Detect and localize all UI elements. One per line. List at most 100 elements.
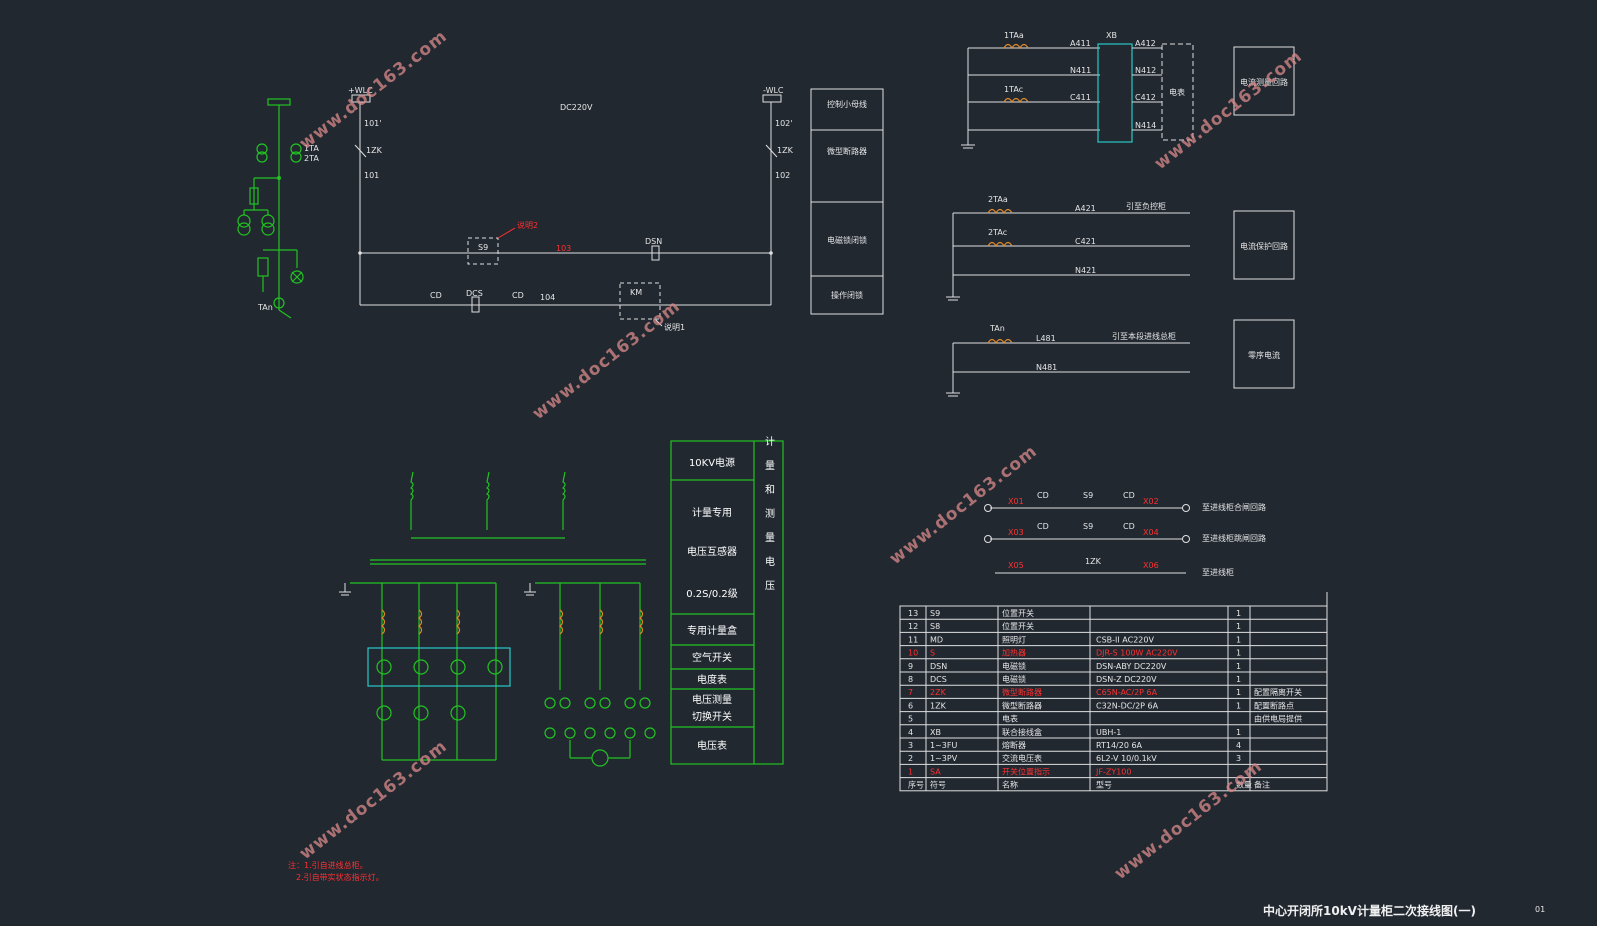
sheet-number: 01 <box>1535 905 1545 914</box>
note-2: 说明2 <box>517 220 538 230</box>
wire-102p: 102' <box>775 119 792 128</box>
control-circuit: +WLC -WLC DC220V 101' 102' 1ZK 1ZK 101 1… <box>348 86 794 332</box>
dest-incoming: 引至本段进线总柜 <box>1112 331 1176 341</box>
tan-label: TAn <box>257 303 273 312</box>
bom-cell-qty: 1 <box>1236 662 1241 671</box>
wire-l481: L481 <box>1036 334 1056 343</box>
wire-104: 104 <box>540 293 555 302</box>
bom-cell-no: 4 <box>908 728 913 737</box>
bom-cell-model: RT14/20 6A <box>1096 741 1143 750</box>
bom-cell-note: 由供电局提供 <box>1254 714 1302 724</box>
dsn-label: DSN <box>645 237 662 246</box>
ct-2taa: 2TAa <box>988 195 1008 204</box>
pt-row5: 空气开关 <box>692 651 732 664</box>
ilk-r3-b: X06 <box>1143 561 1159 570</box>
pt-panel: 10KV电源 计量专用 电压互感器 0.2S/0.2级 专用计量盒 空气开关 电… <box>670 435 784 765</box>
ct-zero-sequence: TAn L481 N481 引至本段进线总柜 零序电流 <box>946 319 1295 397</box>
ct-measurement-circuit: 1TAa 1TAc A411 N411 C411 XB A412 N412 C4… <box>961 31 1295 149</box>
watermark-3: www.doc163.com <box>529 296 685 424</box>
bom-cell-model: DJR-S 100W AC220V <box>1096 649 1178 658</box>
bom-cell-sym: XB <box>930 728 941 737</box>
wire-c421: C421 <box>1075 237 1096 246</box>
bom-cell-no: 8 <box>908 675 913 684</box>
bom-cell-model: C65N-AC/2P 6A <box>1096 688 1158 697</box>
bom-cell-name: 微型断路器 <box>1002 700 1042 710</box>
bom-cell-no: 3 <box>908 741 913 750</box>
bom-cell-qty: 1 <box>1236 649 1241 658</box>
bom-cell-model: DSN-ABY DC220V <box>1096 662 1167 671</box>
ilk-r2-cd2: CD <box>1123 522 1135 531</box>
ct-1taa: 1TAa <box>1004 31 1024 40</box>
wire-c411: C411 <box>1070 93 1091 102</box>
bom-cell-name: 微型断路器 <box>1002 687 1042 697</box>
bom-cell-qty: 1 <box>1236 728 1241 737</box>
km-label: KM <box>630 288 642 297</box>
bom-header-cell: 备注 <box>1254 780 1270 790</box>
bom-cell-name: 照明灯 <box>1002 634 1026 644</box>
box-zero-seq: 零序电流 <box>1248 350 1280 360</box>
wire-101: 101 <box>364 171 379 180</box>
bom-cell-no: 1 <box>908 767 913 776</box>
ta1-label: 1TA <box>304 144 319 153</box>
bom-cell-model: CSB-II AC220V <box>1096 635 1154 644</box>
box-measure: 电流测量回路 <box>1240 77 1288 87</box>
wire-a411: A411 <box>1070 39 1091 48</box>
cd-mid: CD <box>512 291 524 300</box>
note-line-1: 注：1.引自进线总柜。 <box>288 860 368 870</box>
wire-101p: 101' <box>364 119 381 128</box>
bom-cell-model: UBH-1 <box>1096 728 1121 737</box>
ilk-r2-s9: S9 <box>1083 522 1093 531</box>
wire-n411: N411 <box>1070 66 1091 75</box>
box-protect: 电流保护回路 <box>1240 241 1288 251</box>
bom-cell-sym: 2ZK <box>930 688 947 697</box>
side-label-2: 微型断路器 <box>827 146 867 156</box>
wire-c412: C412 <box>1135 93 1156 102</box>
bom-header-cell: 符号 <box>930 780 946 790</box>
pt-row2: 电压互感器 <box>687 545 737 558</box>
bom-cell-sym: 1~3PV <box>930 754 958 763</box>
ilk-r2-b: X04 <box>1143 528 1159 537</box>
pt-header: 10KV电源 <box>689 456 735 469</box>
zk-right: 1ZK <box>777 146 794 155</box>
ct-2tac: 2TAc <box>988 228 1007 237</box>
watermark-6: www.doc163.com <box>1111 756 1267 884</box>
busbar-symbol <box>267 98 291 106</box>
dest-load-control: 引至负控柜 <box>1126 201 1166 211</box>
side-label-1: 控制小母线 <box>827 99 867 109</box>
ilk-r1-dest: 至进线柜合闸回路 <box>1202 502 1266 512</box>
bom-cell-qty: 1 <box>1236 635 1241 644</box>
bom-cell-qty: 4 <box>1236 741 1241 750</box>
bom-cell-model: JF-ZY100 <box>1095 767 1131 776</box>
bom-cell-qty: 1 <box>1236 609 1241 618</box>
pt-row3: 0.2S/0.2级 <box>686 588 738 600</box>
ilk-r3-zk: 1ZK <box>1085 557 1102 566</box>
ilk-r1-s9: S9 <box>1083 491 1093 500</box>
pt-row6: 电度表 <box>697 673 727 686</box>
xb-label: XB <box>1106 31 1117 40</box>
bom-cell-name: 开关位置指示 <box>1002 766 1050 776</box>
ta2-label: 2TA <box>304 154 319 163</box>
bom-cell-no: 5 <box>908 715 913 724</box>
side-label-4: 操作闭锁 <box>831 290 863 300</box>
zk-left: 1ZK <box>366 146 383 155</box>
ct-protection-circuit: 2TAa 2TAc A421 C421 N421 引至负控柜 电流保护回路 <box>946 195 1295 301</box>
bom-cell-no: 2 <box>908 754 913 763</box>
bus-left-label: +WLC <box>348 86 373 95</box>
side-label-3: 电磁锁闭锁 <box>827 235 867 245</box>
bom-cell-name: 熔断器 <box>1002 740 1026 750</box>
bom-cell-sym: MD <box>930 635 943 644</box>
bom-cell-name: 电表 <box>1002 714 1018 724</box>
bom-cell-qty: 1 <box>1236 675 1241 684</box>
cd-left: CD <box>430 291 442 300</box>
single-line-diagram: 1TA 2TA TAn <box>237 98 319 319</box>
bom-cell-sym: S8 <box>930 622 940 631</box>
bom-cell-no: 10 <box>908 649 918 658</box>
wire-a421: A421 <box>1075 204 1096 213</box>
bom-cell-qty: 1 <box>1236 688 1241 697</box>
wire-n421: N421 <box>1075 266 1096 275</box>
ilk-r3-dest: 至进线柜 <box>1202 567 1234 577</box>
note-line-2: 2.引自带实状态指示灯。 <box>296 872 384 882</box>
watermark-5: www.doc163.com <box>296 736 452 864</box>
